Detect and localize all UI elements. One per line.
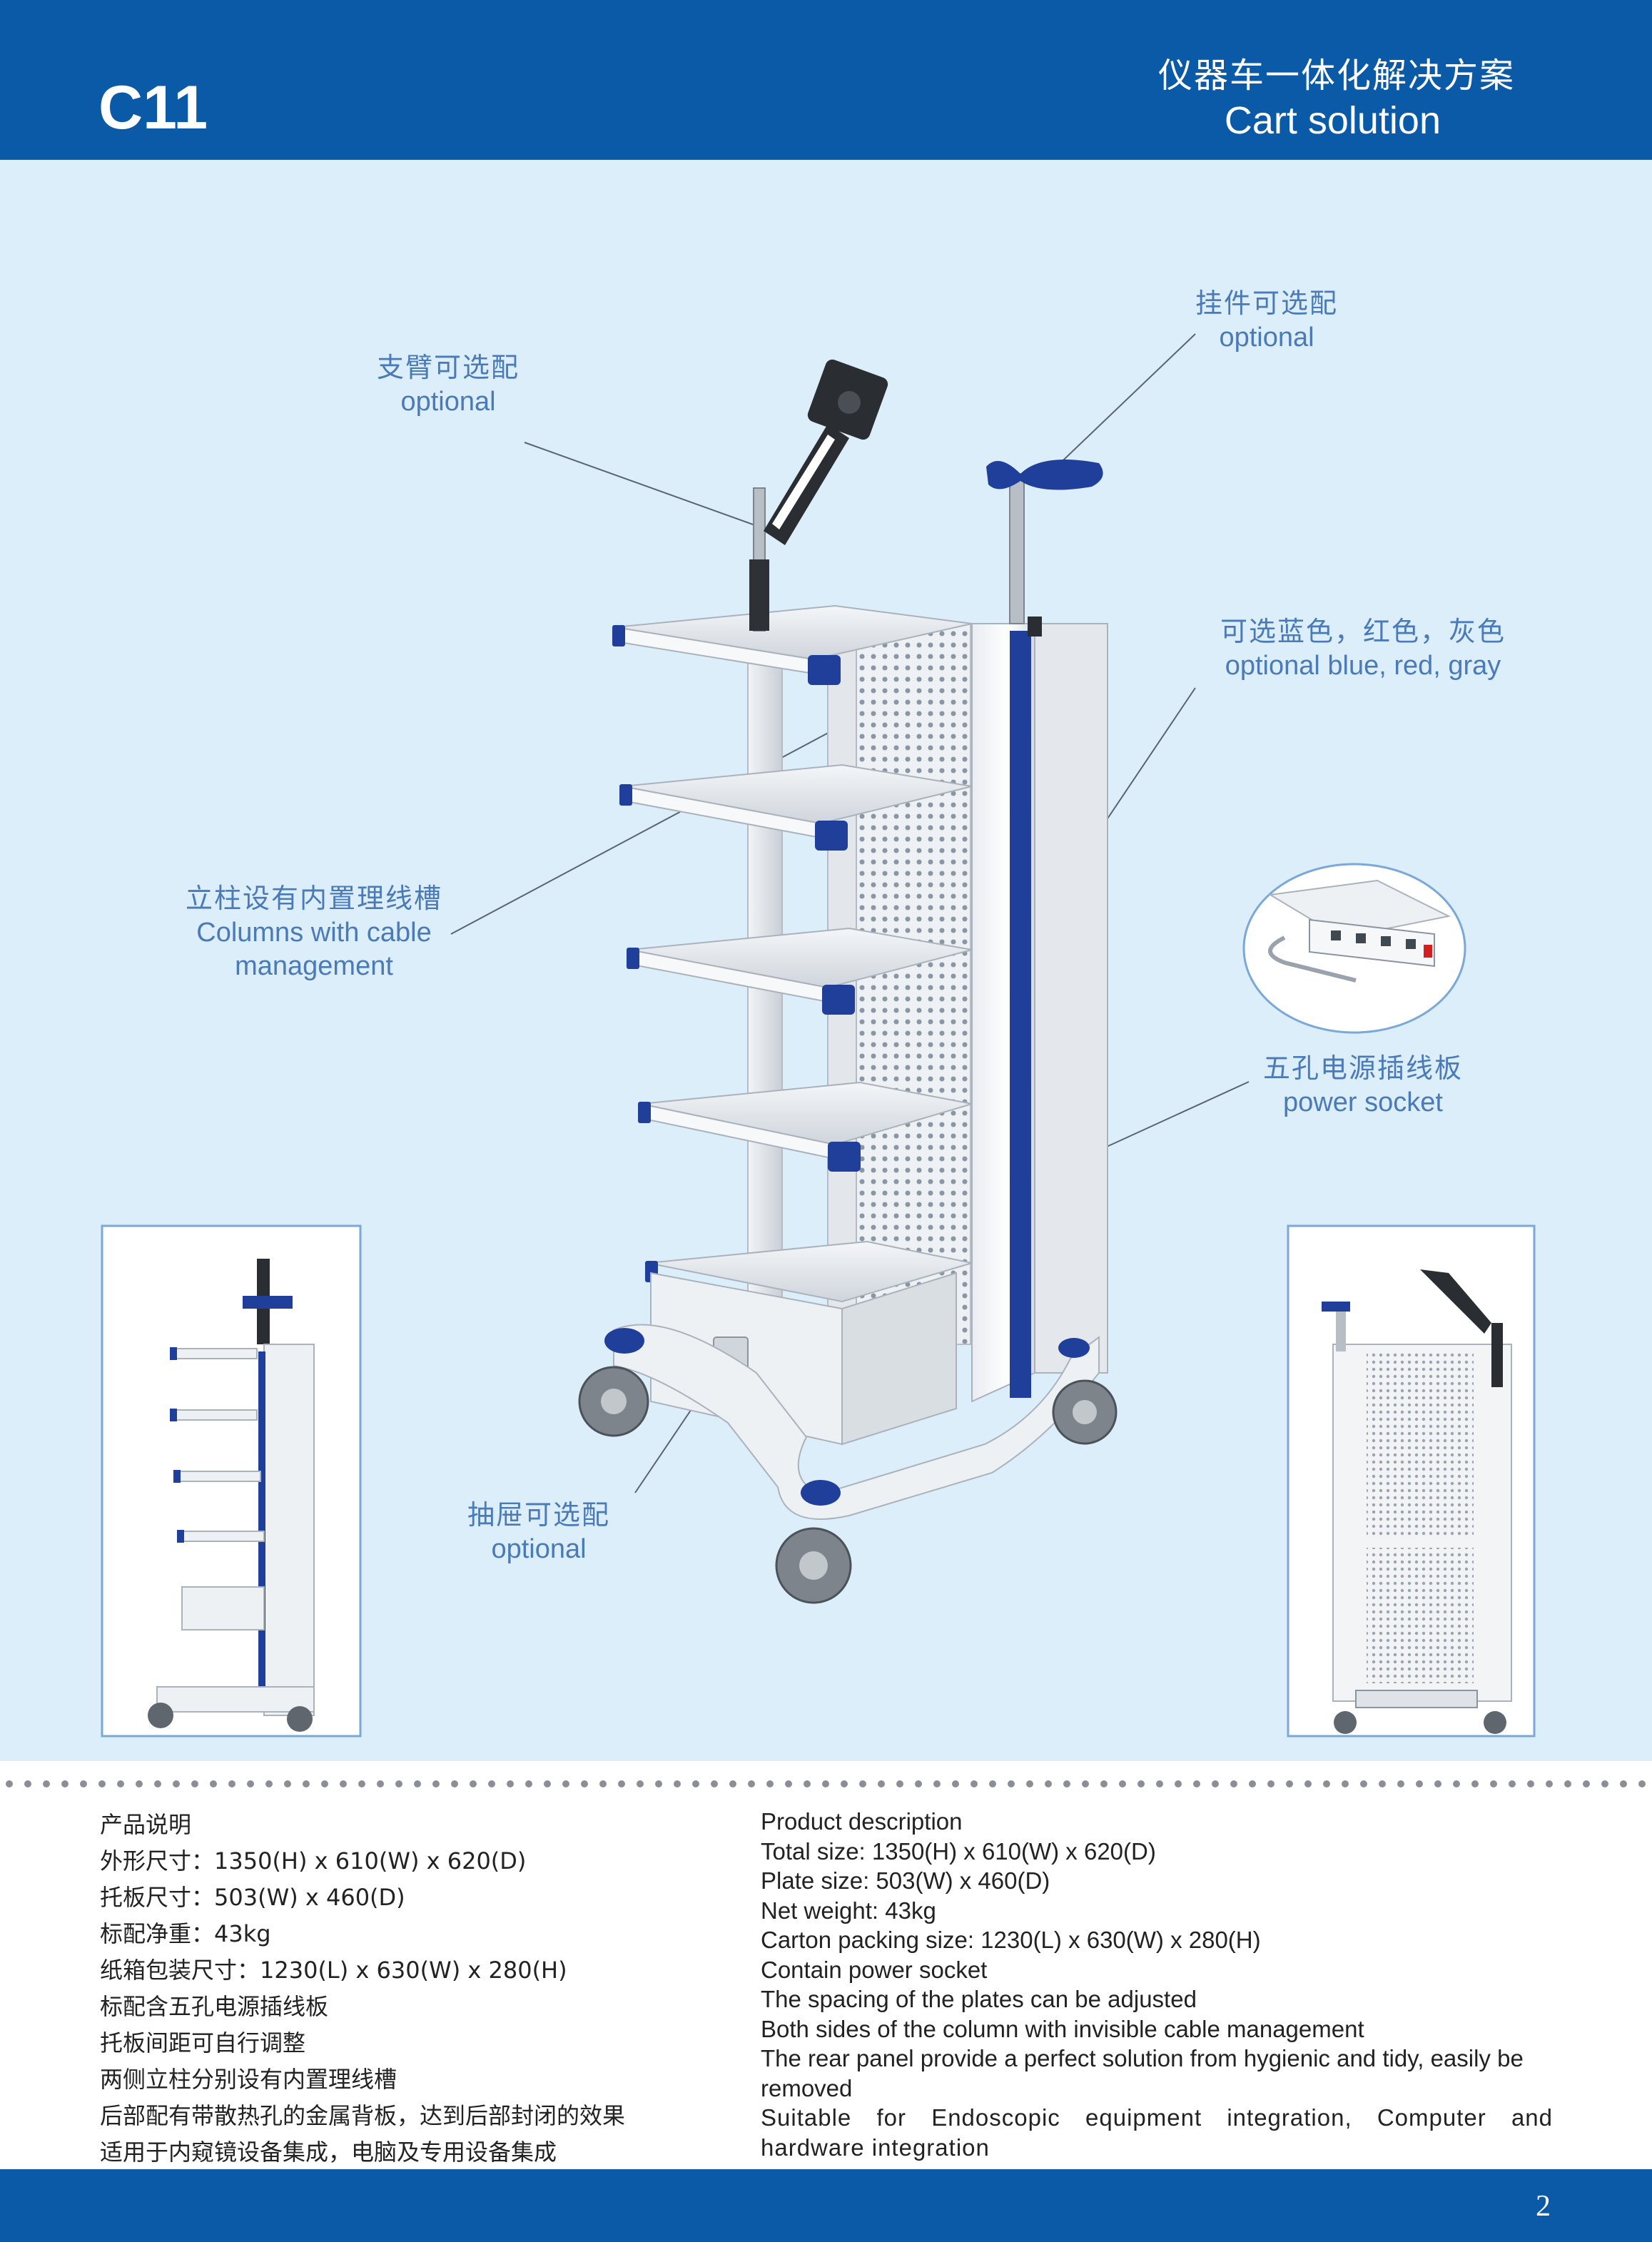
spec-list-en: Product description Total size: 1350(H) … xyxy=(761,1807,1553,2162)
spec-en-plate-size: Plate size: 503(W) x 460(D) xyxy=(761,1867,1050,1894)
spec-list-cn: 产品说明 外形尺寸：1350(H) x 610(W) x 620(D) 托板尺寸… xyxy=(100,1807,742,2171)
callout-arm-en: optional xyxy=(400,386,496,417)
spec-cn-heading: 产品说明 xyxy=(100,1811,192,1838)
side-view-thumbnail xyxy=(101,1224,362,1738)
spec-cn-suitable: 适用于内窥镜设备集成，电脑及专用设备集成 xyxy=(100,2139,557,2166)
spec-cn-rear-panel: 后部配有带散热孔的金属背板，达到后部封闭的效果 xyxy=(100,2102,626,2129)
spec-en-columns: Both sides of the column with invisible … xyxy=(761,2015,1364,2042)
callout-hanger-en: optional xyxy=(1219,322,1314,352)
main-cart xyxy=(578,359,1118,1604)
power-socket-inset xyxy=(1242,863,1466,1034)
callout-cable-en-2: management xyxy=(235,951,393,981)
spec-en-carton: Carton packing size: 1230(L) x 630(W) x … xyxy=(761,1927,1261,1953)
model-number: C11 xyxy=(98,73,208,142)
cart-illustration xyxy=(101,333,1536,1738)
callout-drawer: 抽屉可选配 optional xyxy=(428,1498,649,1566)
callout-cable: 立柱设有内置理线槽 Columns with cable management xyxy=(150,882,478,984)
page-number: 2 xyxy=(1536,2190,1551,2223)
callout-drawer-en: optional xyxy=(491,1533,587,1564)
callout-colors: 可选蓝色，红色，灰色 optional blue, red, gray xyxy=(1170,615,1556,683)
spec-en-net-weight: Net weight: 43kg xyxy=(761,1897,936,1924)
callout-arm-cn: 支臂可选配 xyxy=(376,352,520,383)
callout-socket-en: power socket xyxy=(1283,1087,1443,1117)
spec-cn-spacing: 托板间距可自行调整 xyxy=(100,2029,306,2056)
callout-drawer-cn: 抽屉可选配 xyxy=(467,1499,610,1531)
callout-hanger: 挂件可选配 optional xyxy=(1149,287,1384,355)
callout-hanger-cn: 挂件可选配 xyxy=(1195,288,1338,319)
page-footer: 2 xyxy=(0,2169,1652,2242)
callout-arm: 支臂可选配 optional xyxy=(334,351,562,419)
callout-cable-en-1: Columns with cable xyxy=(196,917,432,948)
spec-en-total-size: Total size: 1350(H) x 610(W) x 620(D) xyxy=(761,1837,1156,1865)
spec-en-spacing: The spacing of the plates can be adjuste… xyxy=(761,1986,1197,2012)
rear-view-thumbnail xyxy=(1287,1224,1536,1738)
spec-en-heading: Product description xyxy=(761,1808,963,1835)
callout-cable-cn: 立柱设有内置理线槽 xyxy=(185,883,442,914)
callout-colors-cn: 可选蓝色，红色，灰色 xyxy=(1220,616,1506,647)
callout-socket: 五孔电源插线板 power socket xyxy=(1220,1052,1506,1120)
spec-cn-columns: 两侧立柱分别设有内置理线槽 xyxy=(100,2066,397,2093)
spec-en-suitable: Suitable for Endoscopic equipment integr… xyxy=(761,2104,1553,2161)
page-header: C11 仪器车一体化解决方案 Cart solution xyxy=(0,0,1652,160)
spec-cn-total-size: 外形尺寸：1350(H) x 610(W) x 620(D) xyxy=(100,1847,527,1875)
spec-cn-plate-size: 托板尺寸：503(W) x 460(D) xyxy=(100,1884,405,1911)
spec-cn-carton: 纸箱包装尺寸：1230(L) x 630(W) x 280(H) xyxy=(100,1957,567,1984)
spec-cn-socket: 标配含五孔电源插线板 xyxy=(100,1993,329,2020)
callout-colors-en: optional blue, red, gray xyxy=(1225,650,1501,681)
hero-section: 支臂可选配 optional 挂件可选配 optional 可选蓝色，红色，灰色… xyxy=(0,160,1652,1761)
spec-en-rear-panel: The rear panel provide a perfect solutio… xyxy=(761,2045,1524,2101)
spec-en-socket: Contain power socket xyxy=(761,1956,988,1983)
spec-cn-net-weight: 标配净重：43kg xyxy=(100,1920,271,1947)
header-title-en: Cart solution xyxy=(1224,99,1441,142)
header-title-cn: 仪器车一体化解决方案 xyxy=(1157,56,1515,96)
dotted-separator xyxy=(0,1777,1652,1791)
callout-socket-cn: 五孔电源插线板 xyxy=(1262,1052,1463,1084)
